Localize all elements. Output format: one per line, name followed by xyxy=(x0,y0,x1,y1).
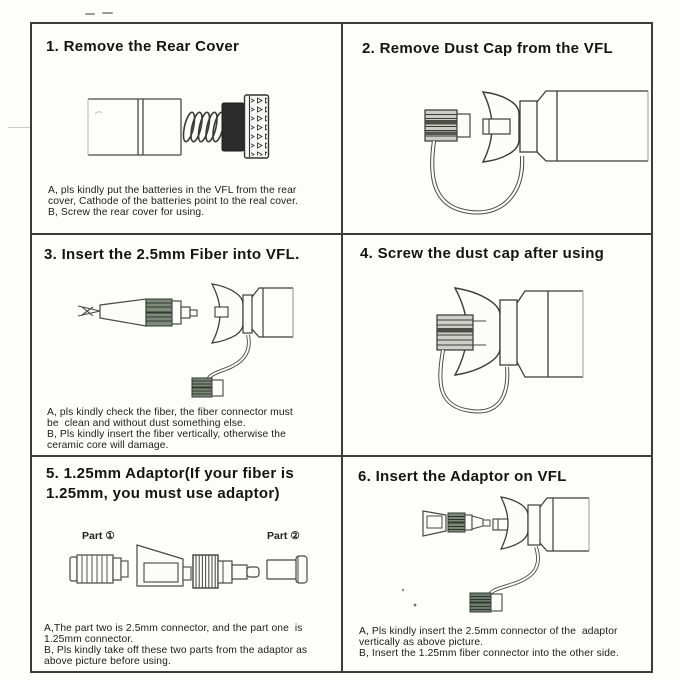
dust-cap xyxy=(424,109,471,142)
panel-adaptor-parts: 5. 1.25mm Adaptor(If your fiber is 1.25m… xyxy=(32,457,341,671)
part-2-label: Part ② xyxy=(267,530,300,542)
battery-end-cap xyxy=(221,102,245,152)
illustration-insert-adaptor xyxy=(401,496,590,613)
scan-speck xyxy=(401,588,405,592)
panel-5-note: A,The part two is 2.5mm connector, and t… xyxy=(44,623,308,667)
tether-strap xyxy=(488,546,540,597)
panel-1-title: 1. Remove the Rear Cover xyxy=(46,38,240,55)
battery-spring xyxy=(182,111,225,143)
ferrule-pin xyxy=(214,306,229,318)
vfl-rear-body xyxy=(539,497,590,552)
panel-6-note: A, Pls kindly insert the 2.5mm connector… xyxy=(359,626,619,659)
head-neck xyxy=(527,504,541,546)
tether-strap xyxy=(430,140,525,215)
scan-speck xyxy=(413,603,417,607)
rear-cover-cap xyxy=(243,94,270,159)
head-neck xyxy=(242,294,253,334)
fiber-boot xyxy=(77,305,101,317)
vfl-head xyxy=(492,496,590,552)
illustration-insert-fiber xyxy=(77,283,294,398)
adaptor-body xyxy=(136,544,260,589)
tether-strap xyxy=(438,349,510,414)
dust-cap xyxy=(191,377,224,398)
head-neck xyxy=(519,100,538,153)
panel-insert-adaptor: 6. Insert the Adaptor on VFL xyxy=(343,457,651,671)
vfl-head xyxy=(210,283,294,344)
adaptor-assembly xyxy=(422,510,491,537)
ferrule-tip xyxy=(189,309,198,317)
panel-6-title: 6. Insert the Adaptor on VFL xyxy=(358,468,567,485)
connector-cone xyxy=(99,298,147,327)
illustration-remove-rear-cover xyxy=(87,94,270,159)
vfl-rear-body xyxy=(516,290,584,378)
grid-horizontal-divider-1 xyxy=(32,233,651,235)
scan-artifact-dash xyxy=(102,12,113,14)
panel-remove-rear-cover: 1. Remove the Rear Cover xyxy=(32,24,341,233)
part-2-connector xyxy=(266,555,308,584)
grid-vertical-divider xyxy=(341,24,343,671)
panel-remove-dust-cap: 2. Remove Dust Cap from the VFL xyxy=(343,24,651,233)
connector-ferrule xyxy=(180,306,191,319)
illustration-adaptor-parts xyxy=(69,544,308,589)
scan-artifact-dash xyxy=(85,13,95,15)
connector-collar xyxy=(171,300,182,325)
ferrule-pin xyxy=(482,118,511,135)
panel-2-title: 2. Remove Dust Cap from the VFL xyxy=(362,40,614,57)
part-1-label: Part ① xyxy=(82,530,115,542)
vfl-rear-body xyxy=(251,287,294,338)
panel-3-note: A, pls kindly check the fiber, the fiber… xyxy=(47,407,293,451)
panel-1-note: A, pls kindly put the batteries in the V… xyxy=(48,185,299,218)
grid-horizontal-divider-2 xyxy=(32,455,651,457)
illustration-screw-dust-cap xyxy=(436,287,584,414)
fiber-connector xyxy=(77,298,198,327)
panel-screw-dust-cap: 4. Screw the dust cap after using xyxy=(343,235,651,455)
panel-4-title: 4. Screw the dust cap after using xyxy=(360,245,605,262)
dust-cap xyxy=(469,592,503,613)
head-neck xyxy=(499,299,518,366)
dust-cap xyxy=(436,314,486,351)
panel-5-title: 5. 1.25mm Adaptor(If your fiber is 1.25m… xyxy=(46,465,295,502)
instruction-grid: 1. Remove the Rear Cover xyxy=(30,22,653,673)
vfl-body xyxy=(87,98,182,156)
panel-insert-fiber: 3. Insert the 2.5mm Fiber into VFL. xyxy=(32,235,341,455)
connector-knurl xyxy=(145,298,173,327)
vfl-head xyxy=(453,287,584,378)
panel-3-title: 3. Insert the 2.5mm Fiber into VFL. xyxy=(44,246,300,263)
illustration-remove-dust-cap xyxy=(424,90,649,215)
vfl-head xyxy=(481,90,649,163)
part-1-connector xyxy=(69,554,129,584)
vfl-rear-body xyxy=(536,90,649,162)
